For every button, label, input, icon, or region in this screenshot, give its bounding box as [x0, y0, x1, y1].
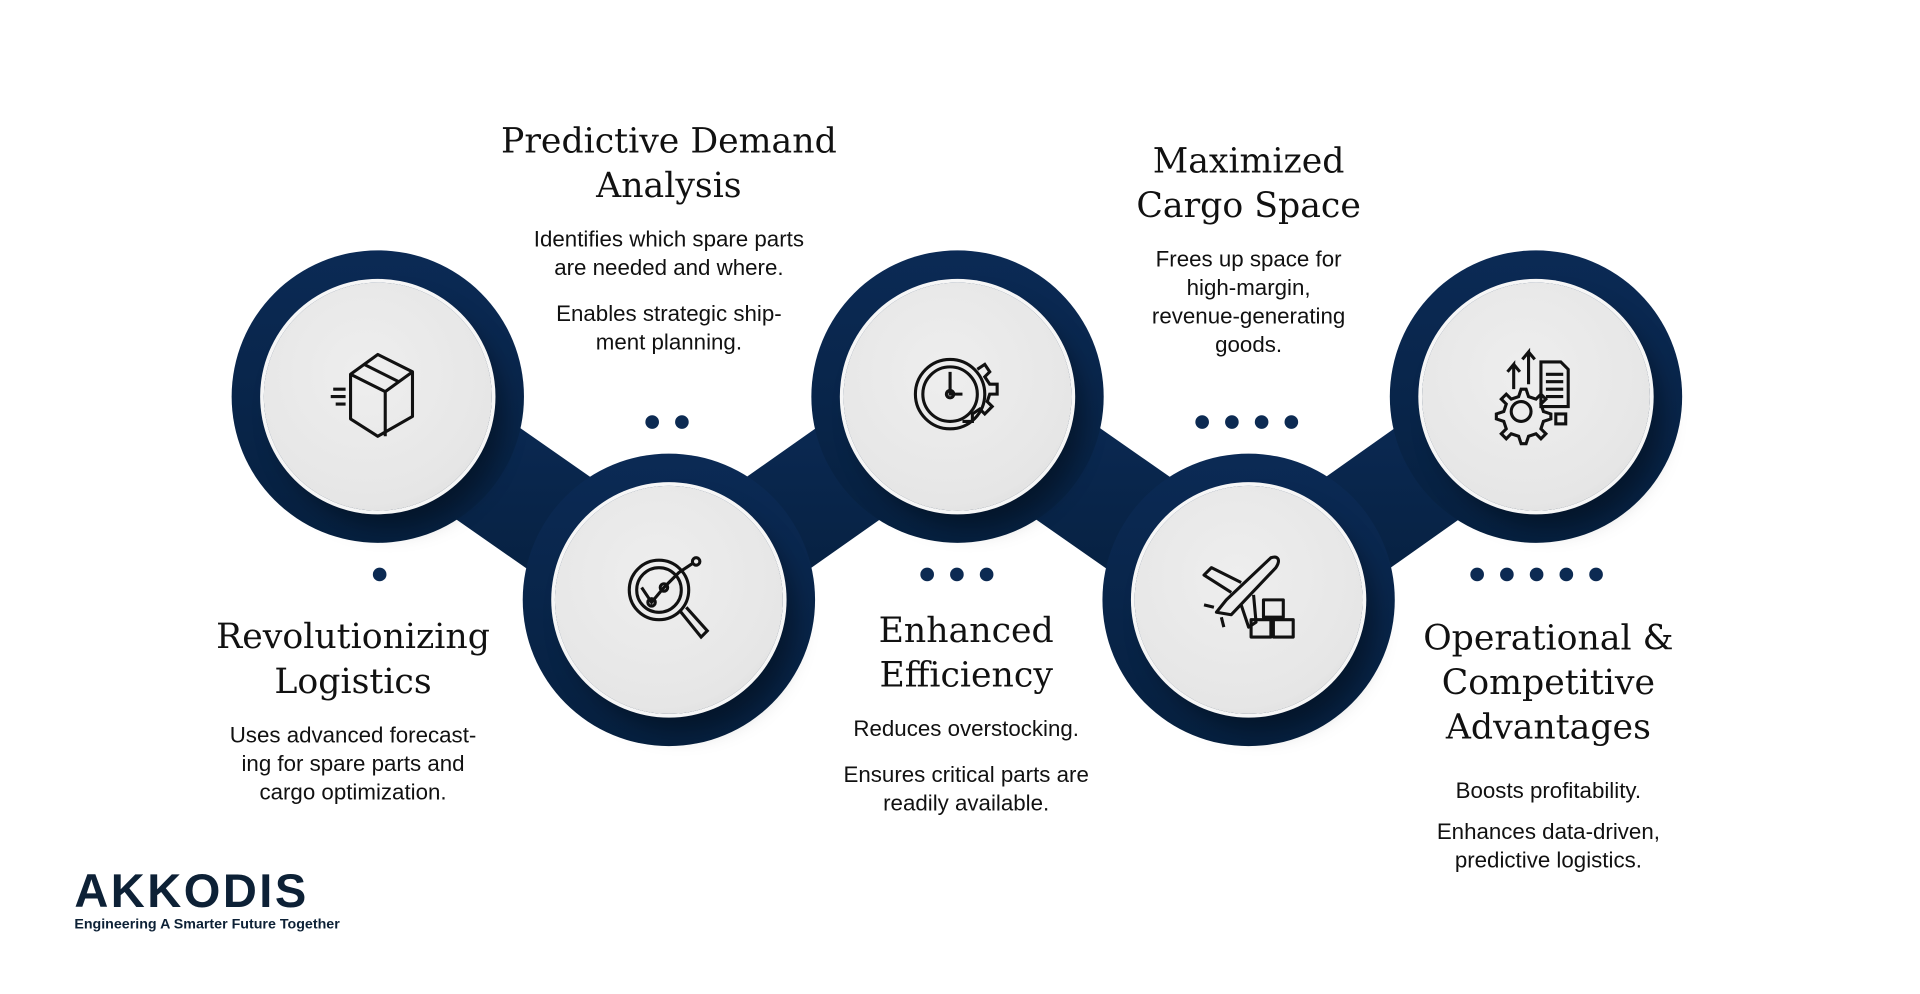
dot: [1470, 567, 1484, 582]
logo-wordmark: AKKODIS: [74, 866, 309, 919]
dot: [1589, 567, 1603, 582]
step-4-circle: [1134, 485, 1363, 714]
dot: [979, 567, 994, 582]
dot: [920, 567, 934, 582]
akkodis-logo: AKKODIS Engineering A Smarter Future Tog…: [74, 868, 339, 932]
step-5-circle: [1422, 282, 1650, 511]
dot: [1254, 415, 1269, 429]
dot: [1195, 415, 1209, 429]
box-icon: [330, 352, 415, 438]
dot: [1559, 567, 1574, 582]
dot: [372, 567, 387, 582]
gear-report-icon: [1494, 347, 1570, 446]
step-3-dots: [920, 567, 994, 582]
step-description: Frees up space for high-margin, revenue-…: [1151, 246, 1346, 357]
dot: [645, 415, 659, 429]
step-5-dots: [1470, 567, 1603, 582]
gear-clock-icon: [913, 357, 999, 431]
magnifier-chart-icon: [627, 556, 710, 640]
dot: [1529, 567, 1544, 582]
step-1-dots: [372, 567, 387, 582]
step-1-circle: [263, 282, 492, 511]
dot: [675, 415, 689, 429]
step-3-circle: [843, 282, 1072, 511]
step-2-dots: [645, 415, 689, 429]
dot: [950, 567, 964, 582]
plane-cargo-icon: [1202, 555, 1295, 639]
dot: [1500, 567, 1514, 582]
step-description: Identifies which spare parts are needed …: [533, 226, 804, 355]
logo-tagline: Engineering A Smarter Future Together: [74, 917, 340, 933]
step-2-circle: [554, 485, 783, 714]
dot: [1284, 415, 1299, 429]
step-description: Uses advanced forecast-ing for spare par…: [229, 722, 477, 805]
dot: [1225, 415, 1239, 429]
step-description: Boosts profitability.Enhances data-drive…: [1436, 778, 1660, 873]
step-description: Reduces overstocking.Ensures critical pa…: [843, 716, 1089, 816]
step-4-dots: [1195, 415, 1299, 429]
